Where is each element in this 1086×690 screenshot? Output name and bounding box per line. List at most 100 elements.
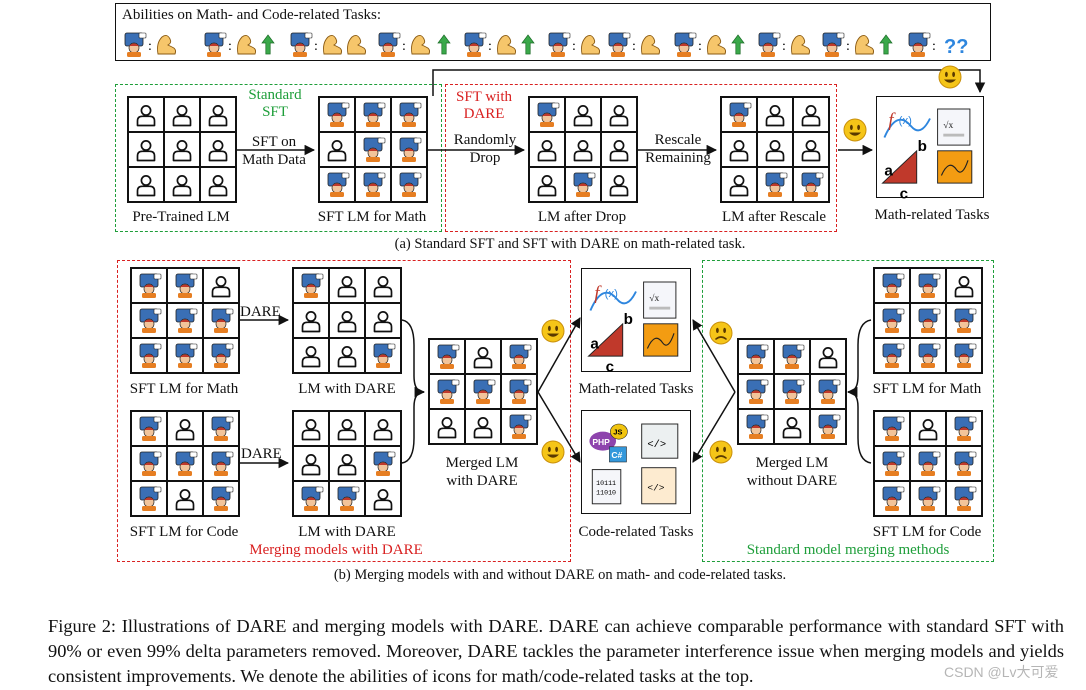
model-character-icon [293,268,329,303]
person-outline-icon [601,97,637,132]
b-math-tasks-label: Math-related Tasks [578,381,694,397]
watermark: CSDN @Lv大可爱 [944,664,1059,680]
figure-caption: Figure 2: Illustrations of DARE and merg… [48,616,1064,686]
person-outline-icon [365,268,401,303]
model-character-icon [946,338,982,373]
person-outline-icon [329,411,365,446]
svg-text::: : [314,39,318,54]
model-character-icon [365,446,401,481]
model-character-icon [203,338,239,373]
happy-emoji-icon [843,118,867,142]
person-outline-icon [757,97,793,132]
math-tasks-box-a [876,96,984,204]
model-character-icon [429,374,465,409]
svg-text::: : [846,39,850,54]
rescale-remaining-label: Rescale Remaining [645,132,711,166]
svg-text::: : [698,39,702,54]
grid-b-sft-lm-code-right [873,410,983,517]
person-outline-icon [721,167,757,202]
person-outline-icon [167,481,203,516]
model-character-icon [319,97,355,132]
model-character-icon [738,409,774,444]
dare-label-code: DARE [241,446,282,462]
person-outline-icon [774,409,810,444]
model-character-icon [131,411,167,446]
person-outline-icon [203,268,239,303]
model-character-icon [810,374,846,409]
standard-sft-label: Standard SFT [248,87,302,120]
person-outline-icon [200,167,236,202]
model-character-icon [131,481,167,516]
merged-lm-without-dare-label: Merged LM without DARE [746,455,838,489]
person-outline-icon [465,339,501,374]
model-character-icon [501,409,537,444]
model-character-icon [501,374,537,409]
standard-sft-box [115,84,442,232]
person-outline-icon [329,303,365,338]
model-character-icon [131,338,167,373]
model-character-icon [167,338,203,373]
grid-lm-after-rescale [720,96,830,203]
b-code-tasks-label: Code-related Tasks [578,524,694,540]
b-sft-lm-math-right-label: SFT LM for Math [872,381,982,397]
person-outline-icon [946,268,982,303]
standard-merging-label: Standard model merging methods [746,542,950,558]
model-character-icon [910,481,946,516]
model-character-icon [501,339,537,374]
person-outline-icon [465,409,501,444]
model-character-icon [757,167,793,202]
model-character-icon [738,339,774,374]
person-outline-icon [601,132,637,167]
model-character-icon [355,167,391,202]
person-outline-icon [721,132,757,167]
svg-text::: : [782,39,786,54]
model-character-icon [391,167,427,202]
model-character-icon [319,167,355,202]
model-character-icon [329,481,365,516]
person-outline-icon [200,97,236,132]
model-character-icon [946,411,982,446]
model-character-icon [293,481,329,516]
model-character-icon [874,268,910,303]
model-character-icon [203,446,239,481]
model-character-icon [391,97,427,132]
svg-text::: : [402,39,406,54]
model-character-icon [565,167,601,202]
model-character-icon [167,303,203,338]
model-character-icon [946,481,982,516]
person-outline-icon [565,132,601,167]
person-outline-icon [529,132,565,167]
model-character-icon [391,132,427,167]
person-outline-icon [601,167,637,202]
abilities-title: Abilities on Math- and Code-related Task… [122,7,382,23]
model-character-icon [167,446,203,481]
model-character-icon [946,446,982,481]
person-outline-icon [128,167,164,202]
person-outline-icon [757,132,793,167]
person-outline-icon [365,303,401,338]
person-outline-icon [200,132,236,167]
person-outline-icon [329,446,365,481]
person-outline-icon [128,97,164,132]
model-character-icon [874,481,910,516]
sft-on-math-label: SFT on Math Data [242,134,306,168]
person-outline-icon [164,97,200,132]
model-character-icon [429,339,465,374]
model-character-icon [874,303,910,338]
pretrained-lm-label: Pre-Trained LM [132,209,230,225]
abilities-icon-row: : : : : : : : : : : : ?? [124,32,968,58]
model-character-icon [167,268,203,303]
person-outline-icon [365,411,401,446]
model-character-icon [465,374,501,409]
model-character-icon [365,338,401,373]
b-sft-lm-code-right-label: SFT LM for Code [872,524,982,540]
model-character-icon [910,446,946,481]
person-outline-icon [565,97,601,132]
model-character-icon [131,303,167,338]
model-character-icon [131,446,167,481]
caption-a: (a) Standard SFT and SFT with DARE on ma… [394,236,746,252]
randomly-drop-label: Randomly Drop [453,132,517,166]
model-character-icon [810,409,846,444]
svg-text::: : [632,39,636,54]
model-character-icon [774,374,810,409]
